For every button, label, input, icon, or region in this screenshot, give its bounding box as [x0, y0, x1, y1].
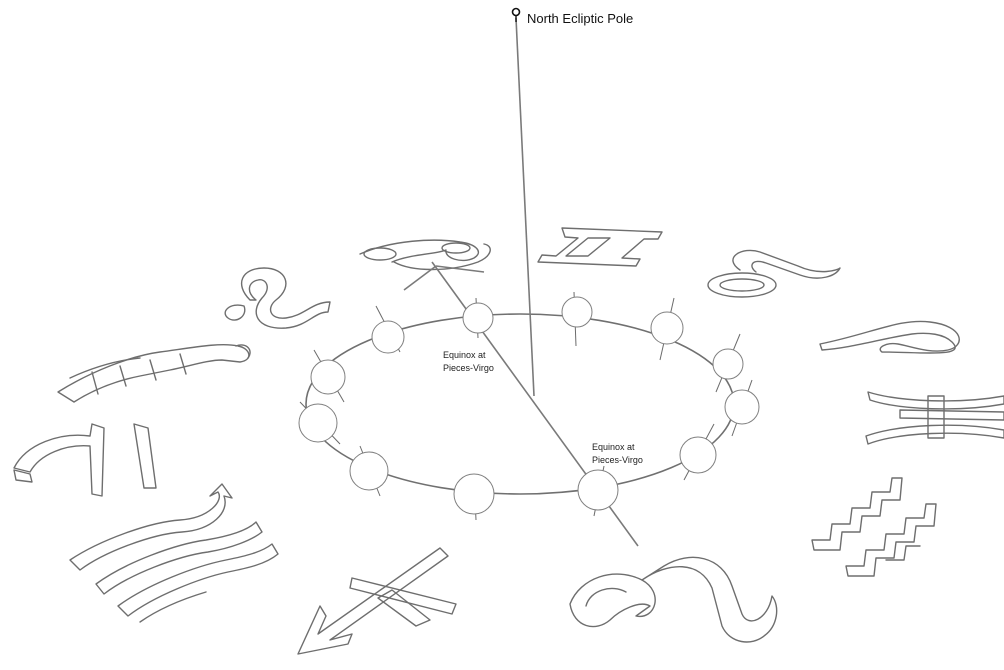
libra-symbol	[13, 423, 157, 497]
sphere-12	[371, 305, 405, 354]
leo-symbol	[224, 267, 331, 329]
sphere-5	[724, 379, 760, 437]
aquarius-symbol	[811, 477, 937, 577]
sphere-7	[577, 465, 619, 517]
sphere-3	[650, 297, 684, 361]
cancer-symbol	[359, 239, 491, 271]
sphere-10	[298, 401, 341, 445]
equinox-label-bottom-line2: Pieces-Virgo	[592, 455, 643, 465]
equinox-axis-top-bar	[435, 265, 485, 273]
aries-symbol	[819, 320, 960, 354]
sphere-4	[712, 333, 744, 393]
equinox-axis-top-bar-2	[403, 265, 437, 291]
equinox-label-top-line2: Pieces-Virgo	[443, 363, 494, 373]
sphere-9	[349, 445, 389, 497]
gemini-symbol	[537, 227, 663, 267]
capricorn-symbol	[569, 556, 778, 643]
sagittarius-symbol	[297, 547, 457, 655]
sphere-2	[561, 291, 593, 347]
pole-axis	[515, 17, 535, 397]
pole-label: North Ecliptic Pole	[527, 11, 633, 26]
sphere-1	[462, 297, 494, 339]
scorpio-symbol	[69, 483, 279, 623]
pisces-symbol	[865, 391, 1004, 445]
taurus-symbol	[707, 249, 841, 298]
equinox-label-top-line1: Equinox at	[443, 350, 486, 360]
virgo-symbol	[57, 343, 251, 403]
sphere-6	[679, 423, 717, 481]
sphere-11	[310, 349, 346, 403]
pole-marker	[511, 7, 521, 17]
equinox-label-bottom-line1: Equinox at	[592, 442, 635, 452]
sphere-8	[453, 473, 495, 521]
